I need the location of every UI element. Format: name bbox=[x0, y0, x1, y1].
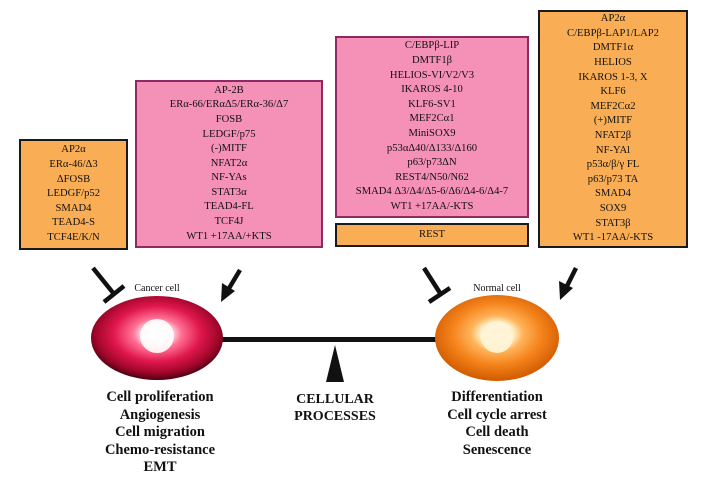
outcome-item: Cell proliferation bbox=[106, 389, 214, 405]
factor-label: DMTF1α bbox=[592, 42, 634, 54]
factor-label: STAT3α bbox=[211, 186, 247, 198]
factor-label: REST bbox=[419, 228, 445, 240]
left-inhibit-box: AP2α ERα-46/Δ3 ΔFOSB LEDGF/p52 SMAD4 TEA… bbox=[19, 139, 128, 250]
normal-outcomes: Differentiation Cell cycle arrest Cell d… bbox=[432, 389, 562, 459]
normal-cell-label: Normal cell bbox=[473, 283, 521, 294]
activation-arrow-right bbox=[559, 266, 579, 300]
factor-label: p53α/β/γ FL bbox=[586, 159, 640, 171]
factor-label: HELIOS-VI/V2/V3 bbox=[389, 69, 475, 81]
factor-label: STAT3β bbox=[595, 217, 631, 229]
inhibition-arrow-left bbox=[91, 266, 126, 304]
factor-label: TEAD4-S bbox=[52, 217, 95, 229]
rest-box: REST bbox=[335, 223, 529, 247]
inhibition-arrow-right bbox=[422, 266, 452, 304]
factor-label: AP2α bbox=[61, 144, 86, 156]
factor-label: TCF4J bbox=[214, 216, 244, 228]
factor-label: IKAROS 4-10 bbox=[401, 84, 463, 96]
factor-label: MiniSOX9 bbox=[408, 128, 456, 139]
factor-label: LEDGF/p52 bbox=[47, 188, 100, 200]
left-promote-box: AP-2B ERα-66/ERαΔ5/ERα-36/Δ7 FOSB LEDGF/… bbox=[135, 80, 323, 248]
factor-label: AP2α bbox=[600, 13, 626, 25]
factor-label: NF-YAs bbox=[211, 172, 247, 184]
factor-label: WT1 +17AA/-KTS bbox=[390, 200, 474, 212]
factor-label: p63/p73ΔN bbox=[407, 157, 457, 169]
factor-label: WT1 +17AA/+KTS bbox=[186, 230, 272, 242]
outcome-item: EMT bbox=[143, 459, 177, 475]
factor-label: SMAD4 bbox=[55, 202, 92, 214]
factor-label: HELIOS bbox=[594, 57, 632, 69]
factor-label: (+)MITF bbox=[593, 115, 633, 127]
cellular-processes-label: CELLULAR PROCESSES bbox=[270, 391, 400, 425]
outcome-item: Differentiation bbox=[451, 389, 543, 405]
outcome-item: Senescence bbox=[462, 441, 532, 458]
balance-bar bbox=[180, 337, 480, 342]
factor-label: MEF2Cα2 bbox=[590, 100, 636, 112]
factor-label: NFAT2α bbox=[210, 157, 248, 169]
factor-label: C/EBPβ-LAP1/LAP2 bbox=[567, 27, 659, 39]
right-promote-box: AP2α C/EBPβ-LAP1/LAP2 DMTF1α HELIOS IKAR… bbox=[538, 10, 688, 248]
factor-label: MEF2Cα1 bbox=[409, 113, 455, 125]
factor-label: AP-2B bbox=[214, 84, 244, 96]
factor-label: p63/p73 TA bbox=[587, 173, 639, 185]
factor-label: NFAT2β bbox=[594, 130, 632, 141]
factor-label: DMTF1β bbox=[411, 55, 453, 67]
factor-label: REST4/N50/N62 bbox=[395, 171, 469, 183]
outcome-item: Chemo-resistance bbox=[104, 441, 216, 458]
outcome-item: Cell death bbox=[465, 424, 529, 440]
factor-label: SOX9 bbox=[599, 202, 627, 214]
factor-label: ΔFOSB bbox=[56, 173, 91, 185]
factor-label: NF-YAl bbox=[595, 144, 631, 156]
cancer-outcomes: Cell proliferation Angiogenesis Cell mig… bbox=[90, 389, 230, 477]
center-label-line: CELLULAR bbox=[296, 392, 374, 407]
factor-label: C/EBPβ-LIP bbox=[404, 40, 460, 52]
factor-label: FOSB bbox=[215, 113, 243, 125]
outcome-item: Cell migration bbox=[115, 424, 205, 440]
factor-label: (-)MITF bbox=[211, 143, 247, 155]
factor-label: KLF6-SV1 bbox=[408, 98, 456, 110]
factor-label: TCF4E/K/N bbox=[47, 231, 100, 243]
factor-label: p53αΔ40/Δ133/Δ160 bbox=[386, 142, 478, 154]
activation-arrow-left bbox=[221, 268, 242, 302]
normal-cell bbox=[435, 295, 559, 381]
factor-label: WT1 -17AA/-KTS bbox=[572, 232, 654, 244]
factor-label: ERα-46/Δ3 bbox=[49, 159, 98, 171]
factor-label: IKAROS 1-3, X bbox=[578, 71, 648, 83]
factor-label: SMAD4 Δ3/Δ4/Δ5-6/Δ6/Δ4-6/Δ4-7 bbox=[355, 186, 509, 198]
factor-label: LEDGF/p75 bbox=[202, 128, 256, 140]
cancer-cell bbox=[91, 296, 223, 380]
fulcrum-icon bbox=[326, 345, 344, 382]
cancer-cell-label: Cancer cell bbox=[134, 283, 180, 294]
factor-label: KLF6 bbox=[600, 86, 626, 98]
center-label-line: PROCESSES bbox=[294, 409, 376, 424]
factor-label: SMAD4 bbox=[595, 188, 631, 200]
right-inhibit-box: C/EBPβ-LIP DMTF1β HELIOS-VI/V2/V3 IKAROS… bbox=[335, 36, 529, 218]
factor-label: ERα-66/ERαΔ5/ERα-36/Δ7 bbox=[169, 99, 289, 111]
outcome-item: Angiogenesis bbox=[119, 406, 201, 423]
factor-label: TEAD4-FL bbox=[204, 201, 254, 213]
outcome-item: Cell cycle arrest bbox=[447, 406, 547, 423]
